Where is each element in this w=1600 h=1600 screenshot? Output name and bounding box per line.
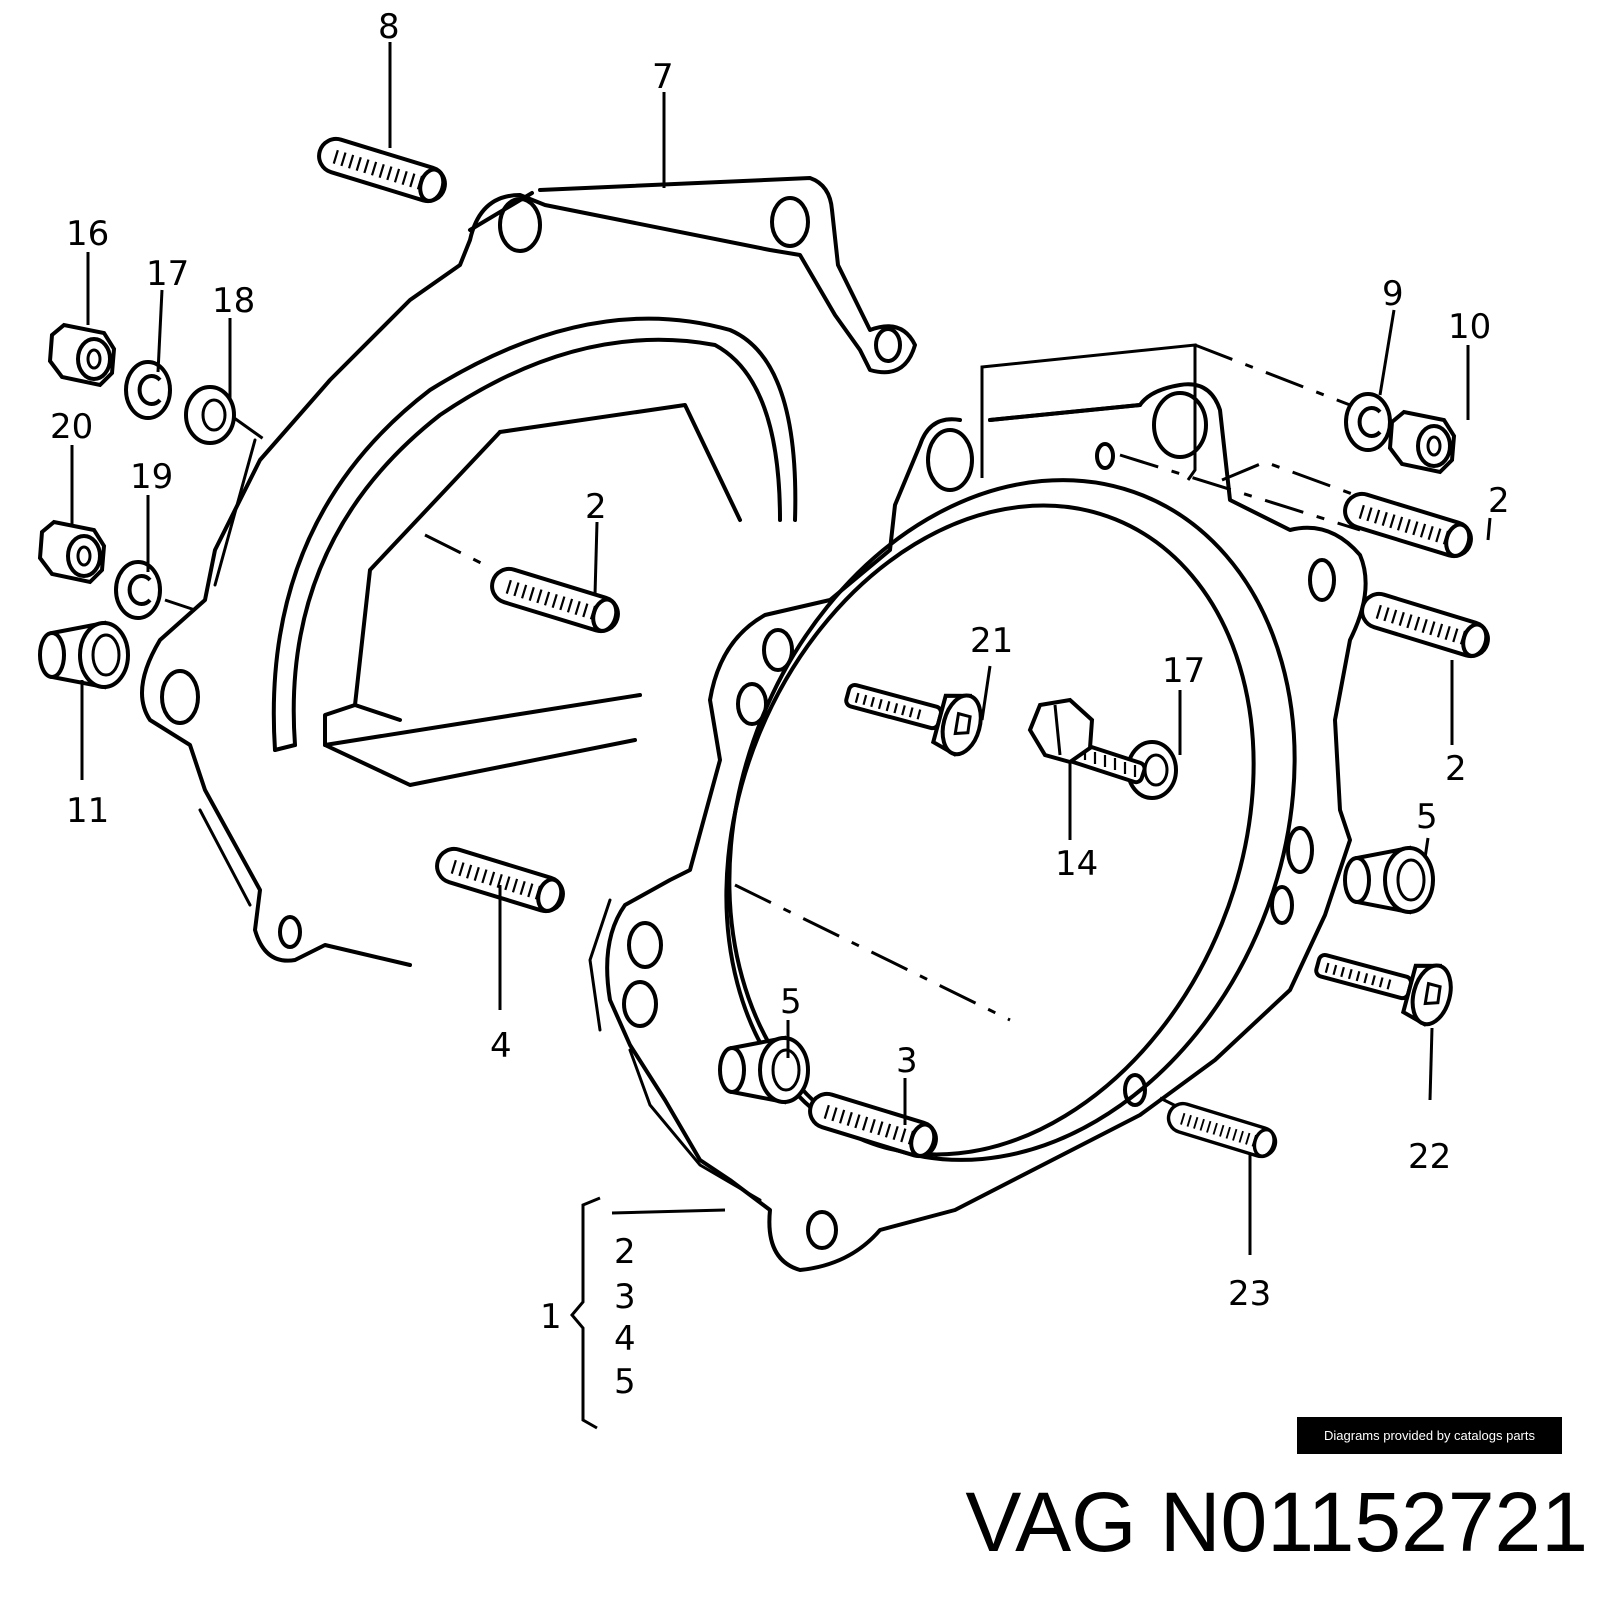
lockwasher-9	[1344, 392, 1392, 452]
kit-brace	[570, 1196, 601, 1430]
callout-c8: 8	[378, 7, 400, 47]
lockwasher-19	[114, 560, 162, 620]
callout-c3: 3	[896, 1041, 918, 1081]
callout-c9: 9	[1382, 274, 1404, 314]
small-parts	[38, 132, 1495, 1163]
capscrew-22	[1307, 933, 1459, 1031]
centre-lines	[164, 343, 1361, 1110]
callout-c17a: 17	[146, 254, 189, 294]
nut-10	[1388, 410, 1456, 474]
stud-2-right	[1355, 587, 1495, 663]
cover-plate	[140, 176, 917, 967]
sleeve-5-centre	[718, 1036, 810, 1104]
washer-18	[184, 385, 236, 445]
callout-c10: 10	[1448, 307, 1491, 347]
stud-23	[1163, 1098, 1281, 1162]
kit-item: 2	[614, 1232, 636, 1272]
stud-8	[312, 132, 452, 208]
bolt-14	[1027, 697, 1147, 785]
sleeve-11	[38, 621, 130, 689]
capscrew-21	[837, 663, 989, 761]
callout-c2a: 2	[585, 487, 607, 527]
callout-c2b: 2	[1488, 481, 1510, 521]
credit-badge: Diagrams provided by catalogs parts	[1297, 1417, 1562, 1454]
sleeve-5-right	[1343, 846, 1435, 914]
callout-c4: 4	[490, 1026, 512, 1066]
nut-16	[48, 323, 116, 387]
callout-c14: 14	[1055, 844, 1098, 884]
callout-c16: 16	[66, 214, 109, 254]
kit-item: 5	[614, 1362, 636, 1402]
stud-3	[803, 1087, 943, 1163]
callout-c2c: 2	[1445, 749, 1467, 789]
callout-c23: 23	[1228, 1274, 1271, 1314]
callout-c5b: 5	[780, 982, 802, 1022]
callout-c19: 19	[130, 457, 173, 497]
lockwasher-17	[124, 360, 172, 420]
callout-labels: 8 7 16 17 18 20 19 11 2 4 9 10 2 2 21 17…	[50, 7, 1510, 1402]
callout-c11: 11	[66, 791, 109, 831]
stud-2-left	[485, 562, 625, 638]
kit-label: 1	[540, 1297, 562, 1337]
callout-c7: 7	[652, 57, 674, 97]
callout-c21: 21	[970, 621, 1013, 661]
callout-c17b: 17	[1162, 651, 1205, 691]
callout-c18: 18	[212, 281, 255, 321]
kit-item: 4	[614, 1319, 636, 1359]
part-number-title: VAG N01152721	[965, 1475, 1588, 1569]
stud-2-upper-right	[1338, 487, 1478, 563]
nut-20	[38, 520, 106, 584]
callout-c5a: 5	[1416, 797, 1438, 837]
callout-c22: 22	[1408, 1137, 1451, 1177]
callout-c20: 20	[50, 407, 93, 447]
kit-item: 3	[614, 1277, 636, 1317]
leader-lines	[70, 42, 1492, 1255]
